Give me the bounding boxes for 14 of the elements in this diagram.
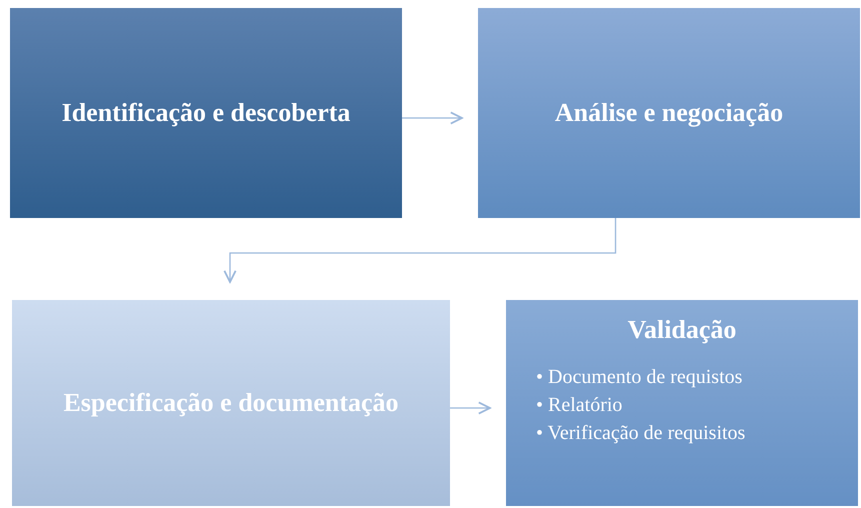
box-label: Análise e negociação: [554, 97, 784, 129]
process-box: [506, 300, 858, 506]
arrow: [450, 402, 491, 414]
process-box: [12, 300, 450, 506]
box-label: Identificação e descoberta: [62, 97, 350, 129]
arrow: [224, 218, 616, 283]
bullet-item: • Relatório: [536, 393, 624, 418]
arrow: [402, 112, 463, 124]
box-label: Especificação e documentação: [63, 387, 399, 419]
process-box: [478, 8, 860, 218]
bullet-item: • Verificação de requisitos: [536, 421, 746, 446]
box-heading: Validação: [628, 314, 736, 346]
process-box: [10, 8, 402, 218]
bullet-item: • Documento de requistos: [536, 365, 744, 390]
